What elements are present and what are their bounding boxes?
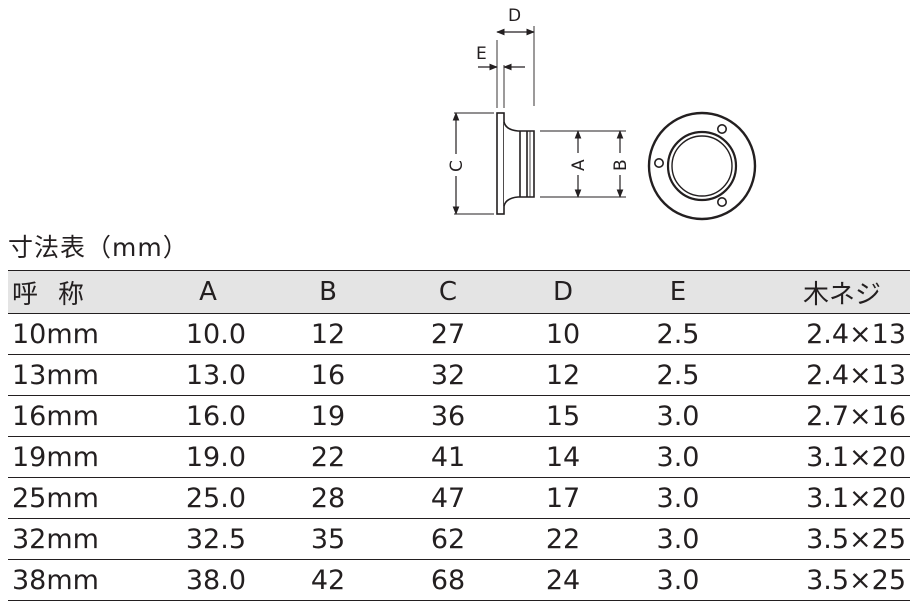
cell-c: 27 [388,313,508,355]
cell-nominal: 16mm [8,395,148,437]
cell-wood-screw: 2.4×13 [738,354,910,396]
cell-c: 62 [388,518,508,560]
cell-b: 42 [268,559,388,601]
cell-b: 12 [268,313,388,355]
dim-label-b: B [611,159,631,171]
dimension-labels: D E C A B [445,4,631,176]
cell-e: 3.0 [618,559,738,601]
cell-wood-screw: 2.4×13 [738,313,910,355]
cell-d: 14 [508,436,618,478]
cell-e: 2.5 [618,313,738,355]
dim-label-d: D [508,6,521,26]
cell-e: 3.0 [618,518,738,560]
cell-wood-screw: 3.5×25 [738,518,910,560]
cell-nominal: 19mm [8,436,148,478]
cell-e: 3.0 [618,477,738,519]
table-row: 10mm 10.0 12 27 10 2.5 2.4×13 [8,313,910,355]
cell-b: 28 [268,477,388,519]
cell-nominal: 38mm [8,559,148,601]
front-view-flange [647,111,757,221]
cell-a: 25.0 [148,477,268,519]
cell-a: 16.0 [148,395,268,437]
cell-wood-screw: 3.1×20 [738,436,910,478]
dimension-table: 呼称 A B C D E 木ネジ 10mm 10.0 12 27 10 2.5 … [8,270,910,601]
cell-a: 19.0 [148,436,268,478]
cell-d: 12 [508,354,618,396]
table-row: 32mm 32.5 35 62 22 3.0 3.5×25 [8,518,910,560]
table-row: 16mm 16.0 19 36 15 3.0 2.7×16 [8,395,910,437]
cell-d: 10 [508,313,618,355]
table-row: 19mm 19.0 22 41 14 3.0 3.1×20 [8,436,910,478]
header-wood-screw: 木ネジ [738,270,910,314]
cell-b: 16 [268,354,388,396]
cell-nominal: 25mm [8,477,148,519]
header-b: B [268,270,388,314]
cell-d: 22 [508,518,618,560]
cell-wood-screw: 3.1×20 [738,477,910,519]
cell-nominal: 10mm [8,313,148,355]
cell-a: 32.5 [148,518,268,560]
header-c: C [388,270,508,314]
cell-b: 19 [268,395,388,437]
table-row: 13mm 13.0 16 32 12 2.5 2.4×13 [8,354,910,396]
dim-label-a: A [569,159,589,171]
cell-a: 10.0 [148,313,268,355]
header-a: A [148,270,268,314]
cell-e: 3.0 [618,436,738,478]
cell-e: 2.5 [618,354,738,396]
header-d: D [508,270,618,314]
cell-nominal: 32mm [8,518,148,560]
cell-wood-screw: 2.7×16 [738,395,910,437]
cell-b: 35 [268,518,388,560]
header-e: E [618,270,738,314]
cell-e: 3.0 [618,395,738,437]
cell-c: 32 [388,354,508,396]
cell-c: 68 [388,559,508,601]
cell-wood-screw: 3.5×25 [738,559,910,601]
table-row: 25mm 25.0 28 47 17 3.0 3.1×20 [8,477,910,519]
cell-d: 24 [508,559,618,601]
cell-d: 17 [508,477,618,519]
cell-a: 13.0 [148,354,268,396]
cell-d: 15 [508,395,618,437]
cell-c: 36 [388,395,508,437]
header-nominal: 呼称 [8,270,148,314]
table-row: 38mm 38.0 42 68 24 3.0 3.5×25 [8,559,910,601]
table-caption: 寸法表（mm） [8,233,189,262]
table-header-row: 呼称 A B C D E 木ネジ [8,270,910,314]
cell-c: 47 [388,477,508,519]
cell-nominal: 13mm [8,354,148,396]
technical-drawing: D E C A B [445,4,757,221]
cell-b: 22 [268,436,388,478]
cell-c: 41 [388,436,508,478]
dim-label-c: C [447,160,467,172]
dim-label-e: E [476,44,487,64]
cell-a: 38.0 [148,559,268,601]
side-view-flange [454,26,626,215]
